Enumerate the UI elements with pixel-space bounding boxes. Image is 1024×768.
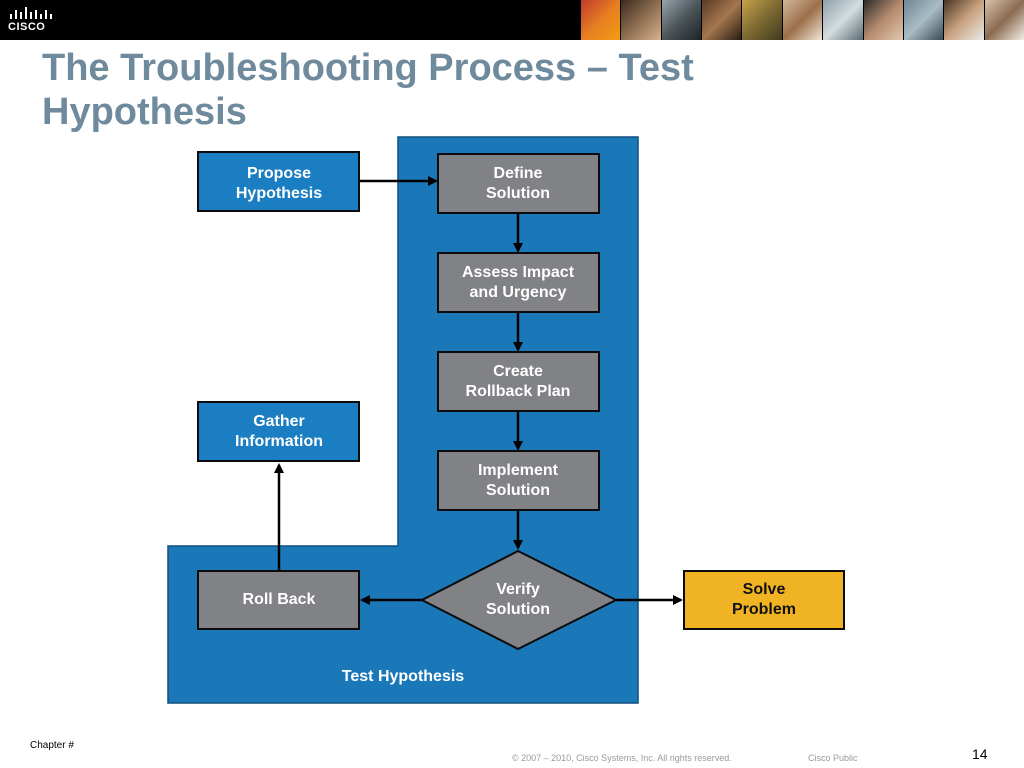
- header-photo: [781, 0, 823, 40]
- region-label: Test Hypothesis: [342, 668, 465, 685]
- node-label-line: Solve: [743, 581, 786, 598]
- header-photo: [660, 0, 702, 40]
- header-photo: [983, 0, 1024, 40]
- node-label-line: Hypothesis: [236, 185, 322, 202]
- node-label-line: Propose: [247, 165, 311, 182]
- node-label-line: Verify: [496, 581, 540, 598]
- node-gather-information: Gather Information: [197, 401, 360, 462]
- node-roll-back: Roll Back: [197, 570, 360, 630]
- header-photo: [862, 0, 903, 40]
- header-bar: CISCO: [0, 0, 1024, 40]
- node-label-line: Information: [235, 433, 323, 450]
- node-label-line: Create: [493, 363, 543, 380]
- node-label-line: and Urgency: [470, 284, 567, 301]
- page-title: The Troubleshooting Process – Test Hypot…: [42, 47, 694, 133]
- node-label-line: Solution: [486, 482, 550, 499]
- node-solve-problem: Solve Problem: [683, 570, 845, 630]
- node-define-solution: Define Solution: [437, 153, 600, 214]
- page-number: 14: [972, 746, 988, 762]
- header-photo: [902, 0, 944, 40]
- footer-chapter: Chapter #: [30, 740, 74, 751]
- node-label-line: Solution: [486, 601, 550, 618]
- footer-copyright: © 2007 – 2010, Cisco Systems, Inc. All r…: [512, 753, 732, 763]
- node-create-rollback-plan: Create Rollback Plan: [437, 351, 600, 412]
- logo-wordmark: CISCO: [8, 21, 46, 33]
- header-photo: [822, 0, 863, 40]
- node-label-line: Define: [494, 165, 543, 182]
- node-label-line: Solution: [486, 185, 550, 202]
- header-photo: [943, 0, 984, 40]
- header-photo: [701, 0, 742, 40]
- node-implement-solution: Implement Solution: [437, 450, 600, 511]
- node-label-line: Implement: [478, 462, 559, 479]
- header-photo: [741, 0, 782, 40]
- node-propose-hypothesis: Propose Hypothesis: [197, 151, 360, 212]
- node-verify-solution: Verify Solution: [419, 549, 619, 651]
- header-photo: [620, 0, 661, 40]
- node-label-line: Assess Impact: [462, 264, 575, 281]
- node-label-line: Rollback Plan: [466, 383, 571, 400]
- cisco-logo-icon: [10, 7, 52, 19]
- header-photo-strip: [580, 0, 1024, 40]
- node-label-line: Roll Back: [243, 591, 316, 608]
- node-label-line: Problem: [732, 601, 796, 618]
- footer-classification: Cisco Public: [808, 753, 858, 763]
- node-assess-impact: Assess Impact and Urgency: [437, 252, 600, 313]
- header-photo: [580, 0, 621, 40]
- flow-arrows: [274, 176, 683, 605]
- node-label-line: Gather: [253, 413, 305, 430]
